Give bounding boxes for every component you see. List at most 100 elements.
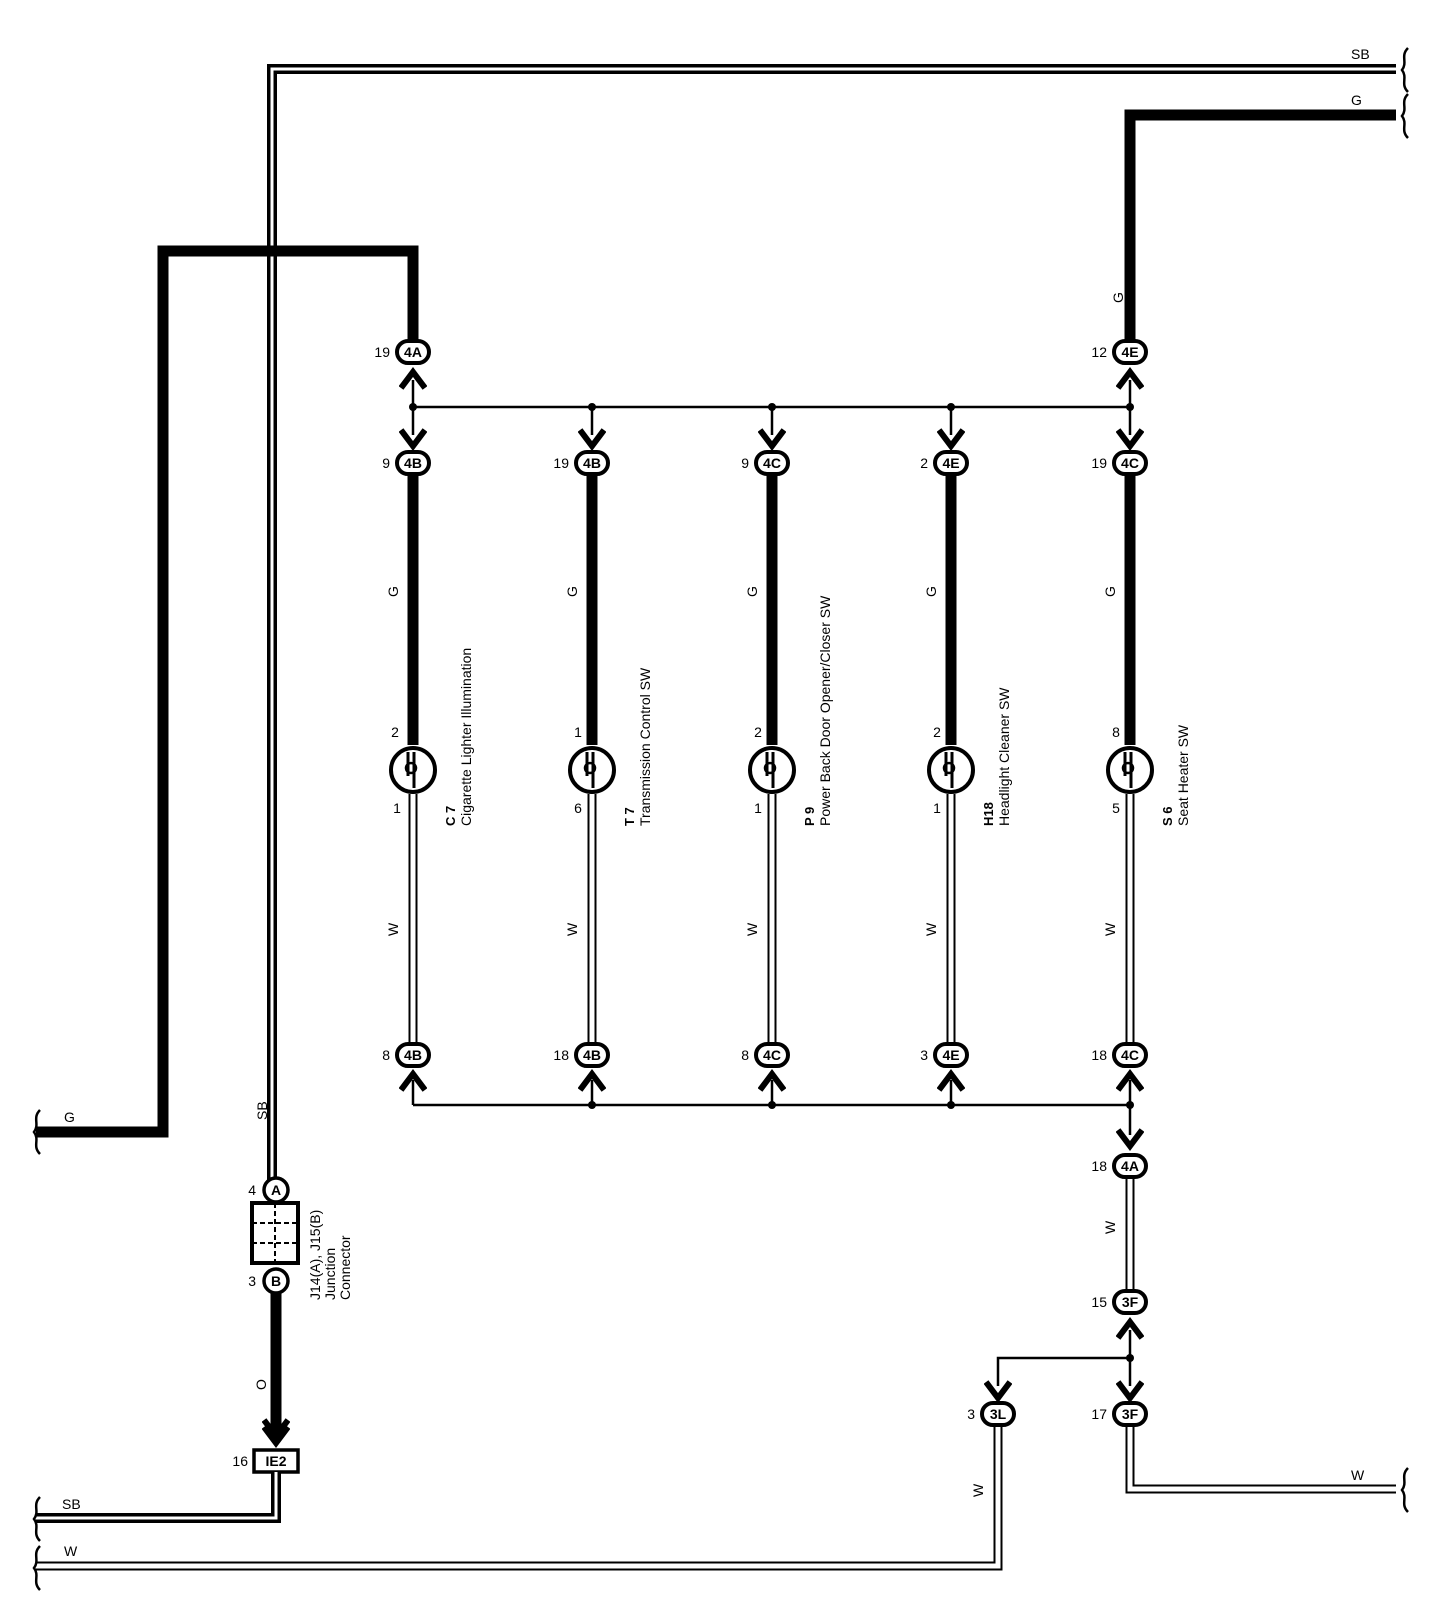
pin-number: 19: [1091, 455, 1107, 471]
connector-code: 4E: [1121, 344, 1138, 360]
pin-number: 5: [1112, 800, 1120, 816]
pin-number: 2: [391, 724, 399, 740]
pin-number: 12: [1091, 344, 1107, 360]
connector-code: 4A: [404, 344, 422, 360]
wire-color-label: SB: [62, 1496, 81, 1512]
connector-code: 4E: [942, 1047, 959, 1063]
component-name: Power Back Door Opener/Closer SW: [817, 595, 833, 826]
bulb-icon: [1106, 746, 1154, 794]
component-name: Cigarette Lighter Illumination: [458, 648, 474, 826]
pin-number: 8: [382, 1047, 390, 1063]
wire-color-label: W: [970, 1483, 986, 1497]
wire-color-label: W: [385, 922, 401, 936]
wire-color-label: W: [1102, 922, 1118, 936]
wire-color-label: G: [1110, 292, 1126, 303]
column-t7: 4B 19 G 1 6 W 4B 18 T 7 Transmission Con…: [553, 403, 653, 1109]
connector-code: IE2: [265, 1453, 286, 1469]
connector-code: 4C: [763, 455, 781, 471]
terminal-label: A: [271, 1182, 281, 1198]
column-p9: 4C 9 G 2 1 W 4C 8 P 9 Power Back Door Op…: [741, 403, 833, 1109]
connector-code: 4C: [1121, 455, 1139, 471]
connector-code: 4E: [942, 455, 959, 471]
connector-code: 4C: [763, 1047, 781, 1063]
pin-number: 1: [574, 724, 582, 740]
component-code: P 9: [802, 807, 817, 826]
component-code: H18: [981, 802, 996, 826]
wire-color-label: W: [564, 922, 580, 936]
wire-color-label: W: [1351, 1467, 1365, 1483]
connector-code: 4B: [404, 1047, 422, 1063]
connector-code: 3F: [1122, 1406, 1139, 1422]
terminal-label: B: [271, 1273, 281, 1289]
junction-connector: A 4 B 3 J14(A), J15(B) Junction Connecto…: [248, 1176, 353, 1300]
pin-number: 8: [1112, 724, 1120, 740]
component-code: T 7: [622, 807, 637, 826]
pin-number: 4: [248, 1182, 256, 1198]
wire-color-label: G: [385, 586, 401, 597]
junction-dot: [588, 1101, 596, 1109]
wire-color-label: W: [923, 922, 939, 936]
connector-code: 4B: [583, 455, 601, 471]
pin-number: 18: [1091, 1047, 1107, 1063]
pin-number: 17: [1091, 1406, 1107, 1422]
pin-number: 6: [574, 800, 582, 816]
connector-code: 3F: [1122, 1294, 1139, 1310]
wire-color-label: G: [923, 586, 939, 597]
wire-color-label: W: [64, 1543, 78, 1559]
wire-color-label: G: [744, 586, 760, 597]
wire-break-icon: [1400, 46, 1410, 94]
pin-number: 1: [754, 800, 762, 816]
pin-number: 3: [920, 1047, 928, 1063]
wire-color-label: G: [405, 292, 421, 303]
wire-color-label: G: [564, 586, 580, 597]
pin-number: 2: [920, 455, 928, 471]
wire-color-label: G: [1351, 92, 1362, 108]
connector-code: 4B: [404, 455, 422, 471]
pin-number: 1: [393, 800, 401, 816]
pin-number: 18: [553, 1047, 569, 1063]
pin-number: 16: [232, 1453, 248, 1469]
wire-color-label: G: [64, 1109, 75, 1125]
ground-chain: 4A 18 W 3F 15 3F 17 W 3L 3 W: [36, 1105, 1410, 1571]
junction-dot: [768, 1101, 776, 1109]
pin-number: 18: [1091, 1158, 1107, 1174]
component-code: C 7: [443, 806, 458, 826]
wire-break-icon: [1400, 92, 1410, 140]
pin-number: 19: [374, 344, 390, 360]
component-name: Seat Heater SW: [1175, 724, 1191, 826]
column-c7: 4B 9 G 2 1 W 4B 8 C 7 Cigarette Lighter …: [382, 403, 474, 1105]
junction-name: J14(A), J15(B): [307, 1210, 323, 1300]
pin-number: 3: [248, 1273, 256, 1289]
connector-code: 4B: [583, 1047, 601, 1063]
wire-color-label: SB: [1351, 46, 1370, 62]
junction-name: Junction: [322, 1248, 338, 1300]
connector-code: 3L: [990, 1406, 1007, 1422]
junction-dot: [947, 1101, 955, 1109]
junction-name: Connector: [337, 1235, 353, 1300]
pin-number: 2: [933, 724, 941, 740]
component-name: Headlight Cleaner SW: [996, 687, 1012, 826]
pin-number: 9: [741, 455, 749, 471]
wire-color-label: SB: [254, 1101, 270, 1120]
bulb-icon: [927, 746, 975, 794]
pin-number: 19: [553, 455, 569, 471]
component-code: S 6: [1160, 806, 1175, 826]
column-s6: 4C 19 G 8 5 W 4C 18 S 6 Seat Heater SW: [1091, 403, 1191, 1109]
pin-number: 9: [382, 455, 390, 471]
bulb-icon: [748, 746, 796, 794]
pin-number: 3: [967, 1406, 975, 1422]
wire-break-icon: [1400, 1466, 1410, 1514]
pin-number: 2: [754, 724, 762, 740]
pin-number: 15: [1091, 1294, 1107, 1310]
bulb-icon: [389, 746, 437, 794]
connector-code: 4C: [1121, 1047, 1139, 1063]
column-h18: 4E 2 G 2 1 W 4E 3 H18 Headlight Cleaner …: [920, 403, 1012, 1109]
pin-number: 8: [741, 1047, 749, 1063]
bulb-icon: [568, 746, 616, 794]
wire-color-label: O: [253, 1379, 269, 1390]
g-wire-right: [1124, 109, 1396, 340]
sb-wire: [267, 64, 1396, 1182]
wire-color-label: W: [744, 922, 760, 936]
pin-number: 1: [933, 800, 941, 816]
